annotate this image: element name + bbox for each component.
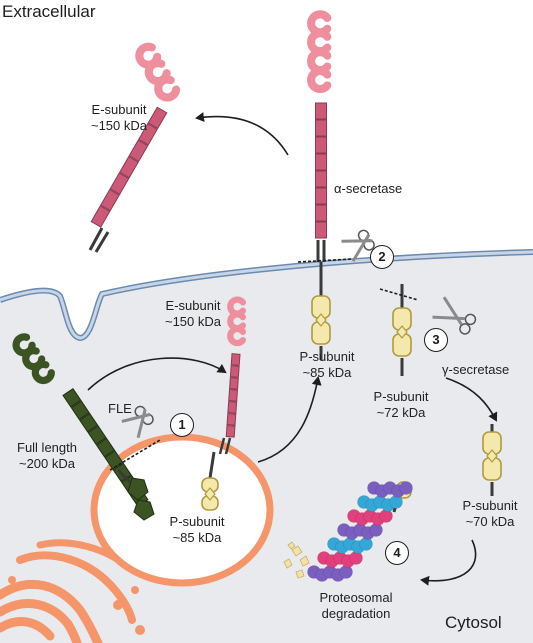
e-subunit-vesicle-stalk-b bbox=[224, 437, 232, 455]
e-subunit-vesicle-chain bbox=[225, 353, 241, 438]
e-subunit-top-chain bbox=[315, 102, 327, 239]
p-subunit-vesicle-label: P-subunit ~85 kDa bbox=[169, 514, 225, 545]
arrow-gamma bbox=[445, 377, 498, 422]
step-2-badge: 2 bbox=[370, 245, 394, 269]
full-length-domain-b bbox=[133, 499, 155, 521]
e-subunit-released-stalk-b bbox=[94, 231, 110, 253]
p-subunit-72 bbox=[392, 307, 412, 357]
e-subunit-vesicle-hooks bbox=[227, 296, 247, 347]
p-subunit-70-label: P-subunit ~70 kDa bbox=[462, 498, 518, 529]
e-subunit-released-stalk-a bbox=[88, 227, 104, 251]
p-subunit-vesicle bbox=[201, 477, 219, 511]
step-4-badge: 4 bbox=[385, 541, 409, 565]
golgi-vesicles bbox=[8, 576, 145, 635]
proteasomal-degradation-label: Proteosomal degradation bbox=[319, 590, 393, 621]
scissors-icon-gamma bbox=[432, 296, 477, 335]
alpha-secretase-label: α-secretase bbox=[334, 181, 403, 196]
e-subunit-released-chain bbox=[90, 106, 168, 228]
full-length-label: Full length ~200 kDa bbox=[17, 440, 77, 471]
gamma-cleavage-line bbox=[379, 288, 419, 301]
e-subunit-top-hooks bbox=[307, 10, 332, 94]
p-subunit-70 bbox=[482, 431, 502, 481]
p-subunit-72-label: P-subunit ~72 kDa bbox=[373, 389, 429, 420]
scissors-icon-fle bbox=[121, 405, 154, 439]
full-length-hooks bbox=[12, 333, 55, 385]
p-subunit-vesicle-stalk bbox=[208, 451, 216, 479]
e-subunit-released-label: E-subunit ~150 kDa bbox=[90, 102, 147, 133]
step-3-badge: 3 bbox=[424, 328, 448, 352]
full-length-stalk bbox=[116, 468, 132, 484]
e-subunit-released-hooks bbox=[135, 42, 181, 102]
gamma-secretase-label: γ-secretase bbox=[442, 362, 510, 377]
fle-label: FLE bbox=[108, 401, 132, 416]
alpha-cleavage-line bbox=[297, 258, 353, 263]
extracellular-label: Extracellular bbox=[2, 2, 96, 21]
step-1-badge: 1 bbox=[170, 413, 194, 437]
p-subunit-85-label: P-subunit ~85 kDa bbox=[299, 349, 355, 380]
e-subunit-vesicle-stalk-a bbox=[218, 437, 226, 455]
vesicle bbox=[90, 433, 274, 587]
arrow-to-membrane bbox=[257, 376, 322, 463]
e-subunit-vesicle-label: E-subunit ~150 kDa bbox=[164, 298, 221, 329]
cytosol-label: Cytosol bbox=[445, 613, 502, 632]
scissors-icon-alpha bbox=[341, 229, 375, 262]
p-subunit-85-membrane bbox=[311, 295, 331, 345]
arrow-fle-cleavage bbox=[87, 357, 227, 391]
golgi-apparatus bbox=[0, 539, 136, 643]
full-length-domain-a bbox=[127, 477, 149, 501]
proteasome bbox=[307, 481, 413, 582]
peptide-fragments bbox=[283, 541, 310, 579]
arrow-degradation bbox=[420, 539, 477, 586]
arrow-release bbox=[195, 112, 289, 156]
